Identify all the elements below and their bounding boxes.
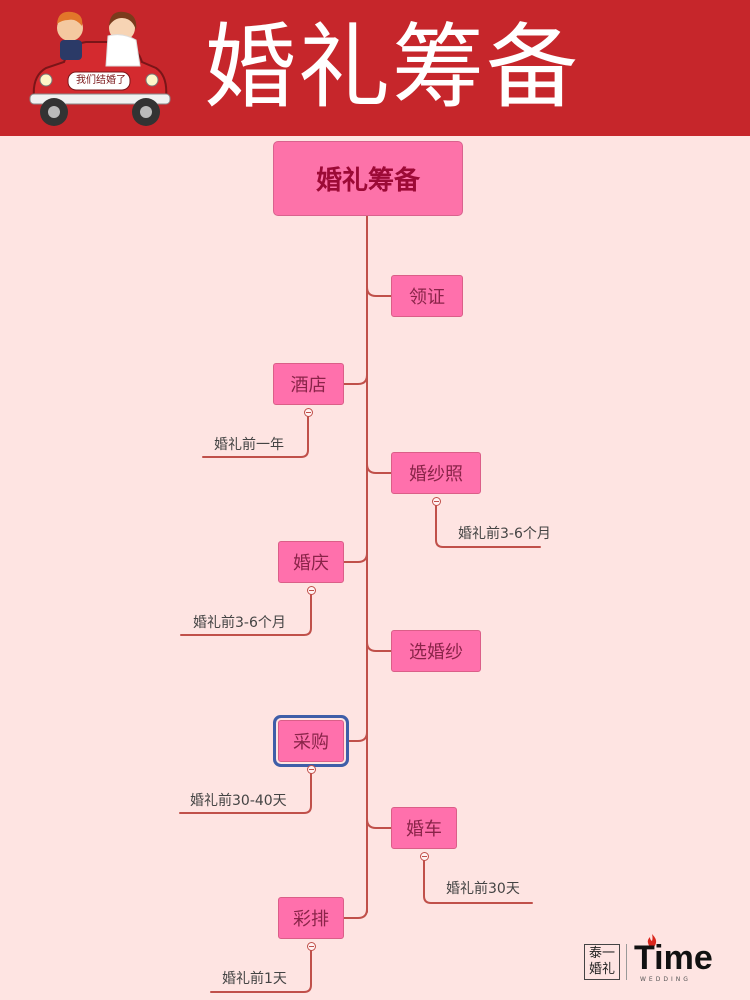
node-wedding-planning[interactable]: 婚庆 [278, 541, 344, 583]
branch-connector [366, 818, 392, 829]
node-choose-dress[interactable]: 选婚纱 [391, 630, 481, 672]
collapse-toggle-icon[interactable] [307, 942, 316, 951]
branch-connector [366, 463, 392, 474]
branch-connector [343, 731, 368, 742]
brand-cn-line1: 泰一 [588, 946, 615, 961]
node-wedding-photos[interactable]: 婚纱照 [391, 452, 481, 494]
root-node[interactable]: 婚礼筹备 [273, 141, 463, 216]
note-purchase[interactable]: 婚礼前30-40天 [190, 793, 287, 809]
note-wedding-photos[interactable]: 婚礼前3-6个月 [458, 526, 551, 542]
note-connector [210, 949, 312, 993]
note-wedding-planning[interactable]: 婚礼前3-6个月 [193, 615, 286, 631]
note-hotel[interactable]: 婚礼前一年 [214, 437, 284, 453]
header-banner: 我们结婚了 婚礼筹备 [0, 0, 750, 136]
collapse-toggle-icon[interactable] [307, 586, 316, 595]
node-rehearsal[interactable]: 彩排 [278, 897, 344, 939]
collapse-toggle-icon[interactable] [420, 852, 429, 861]
collapse-toggle-icon[interactable] [304, 408, 313, 417]
brand-cn-mark: 泰一 婚礼 [584, 944, 620, 980]
branch-connector [366, 641, 392, 652]
node-wedding-car[interactable]: 婚车 [391, 807, 457, 849]
brand-logo: 泰一 婚礼 Time WEDDING [584, 934, 724, 988]
branch-connector [343, 552, 368, 563]
note-connector [180, 593, 312, 636]
note-connector [179, 771, 312, 814]
branch-connector [343, 908, 368, 919]
branch-connector [366, 286, 392, 297]
car-plate-text: 我们结婚了 [76, 75, 126, 86]
note-wedding-car[interactable]: 婚礼前30天 [446, 881, 520, 897]
note-connector [423, 860, 533, 904]
branch-connector [343, 374, 368, 385]
note-connector [435, 505, 541, 548]
collapse-toggle-icon[interactable] [432, 497, 441, 506]
brand-divider [626, 944, 627, 980]
brand-subtitle: WEDDING [640, 976, 691, 983]
node-register-marriage[interactable]: 领证 [391, 275, 463, 317]
wedding-car-icon [29, 11, 171, 126]
collapse-toggle-icon[interactable] [307, 765, 316, 774]
note-rehearsal[interactable]: 婚礼前1天 [222, 971, 287, 987]
node-hotel[interactable]: 酒店 [273, 363, 344, 405]
note-connector [202, 414, 309, 458]
brand-name: Time [634, 939, 713, 977]
flame-icon [647, 934, 657, 948]
banner-title: 婚礼筹备 [204, 14, 581, 121]
brand-cn-line2: 婚礼 [588, 962, 615, 977]
node-purchase[interactable]: 采购 [278, 720, 344, 762]
